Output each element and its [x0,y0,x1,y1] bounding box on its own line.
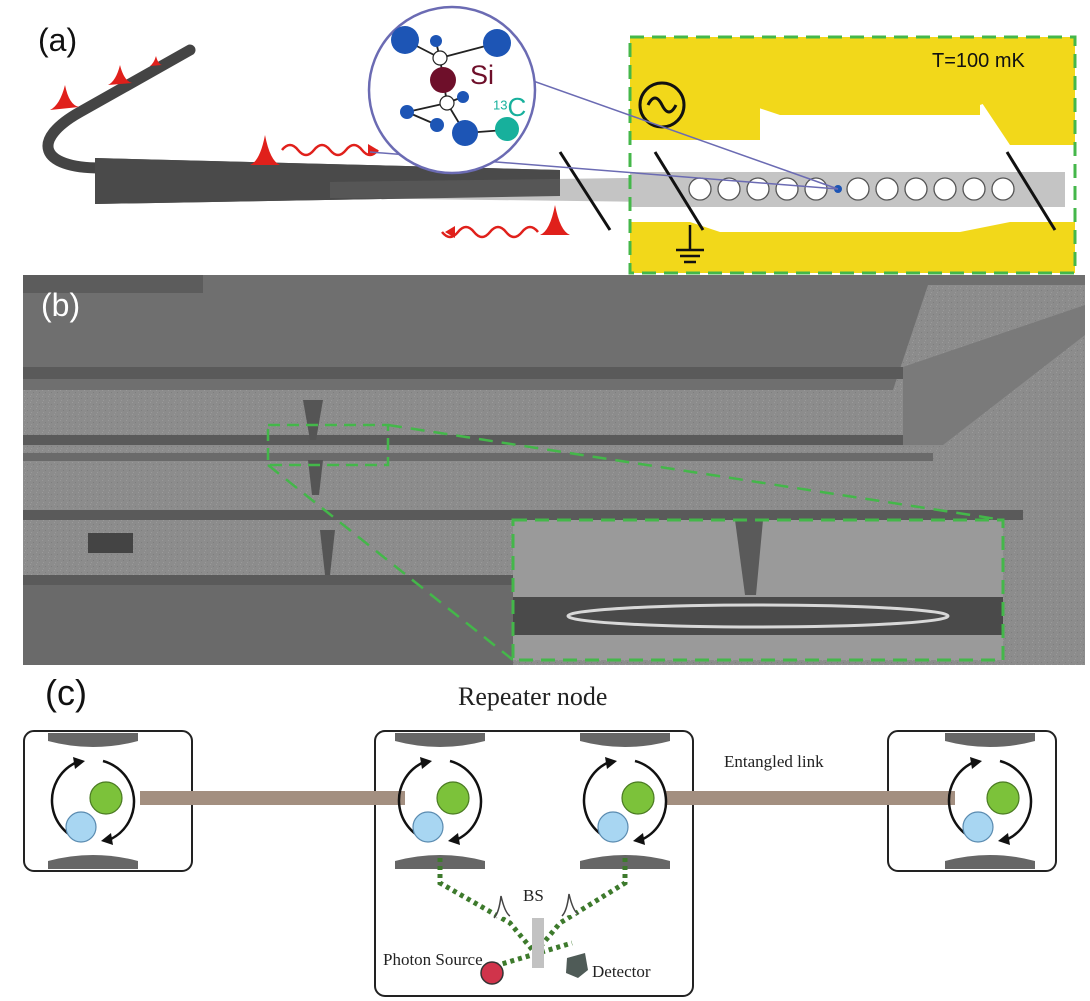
sem-zoom-box [266,423,390,467]
panel-c: (c) Repeater node Entangled link BS Phot… [0,668,1090,1001]
vacancy-2 [439,95,455,111]
cavities [48,733,1035,869]
detector-label: Detector [592,962,651,981]
mirror-line-1 [558,151,612,231]
sem-taper-2 [308,460,323,495]
incoming-wave [281,143,379,157]
qubit-green-right [986,781,1020,815]
outgoing-wave [441,225,539,239]
arrowhead-top-right [970,757,982,769]
panel-a-illustration [42,5,1077,275]
arrowhead-bottom-repeater-left [448,833,460,845]
link-right [665,791,955,805]
pulse-3 [150,56,162,66]
atom-c-small-3 [430,118,444,132]
rotation-arrow-right-right [999,759,1033,841]
entangled-link-label: Entangled link [724,752,824,771]
link-left [140,791,405,805]
arrowhead-top-left [73,757,85,769]
panel-c-label: (c) [45,672,87,713]
cavity-mirror-bottom-right [945,855,1035,869]
atom-c-small-4 [457,91,469,103]
cavity-mirror-top-right [945,733,1035,747]
atom-c-small-2 [400,105,414,119]
photon-source-icon [480,961,504,985]
mirror-line-3 [1005,151,1057,231]
photon-source-label: Photon Source [383,950,483,969]
atom-13c [495,117,519,141]
input-fiber [42,44,196,174]
pulse-2 [108,65,132,85]
panel-b-sem-image: (b) [23,275,1085,665]
atom-c-3 [452,120,478,146]
optical-path-left [437,858,537,955]
atom-si [430,67,456,93]
electrode-top [760,37,1075,145]
photonic-crystal-holes [688,177,1015,201]
mirror-line-2 [653,151,705,231]
beam-splitter [532,918,544,968]
bs-label: BS [523,886,544,905]
detector-icon [566,953,588,978]
cavity-mirror-top-repeater-left [395,733,485,747]
atom-c-1 [391,26,419,54]
qubit-green-repeater-right [621,781,655,815]
arrowhead-bottom-right [998,833,1010,845]
sem-taper-1 [303,400,323,440]
outgoing-pulse [540,205,570,235]
temperature-label: T=100 mK [932,50,1025,72]
pulse-1 [50,85,79,110]
electrode-bottom [630,222,1075,273]
photon-pulse-left [493,895,511,919]
rotation-arrow-right-repeater-right [634,759,668,841]
qubit-blue-repeater-left [412,811,444,843]
sem-pad [88,533,133,553]
qubit-blue-left [65,811,97,843]
arrowhead-top-repeater-left [420,757,432,769]
carbon-label: C [507,92,527,122]
cavity-mirror-bottom-left [48,855,138,869]
sem-top-slab [23,275,1085,390]
qubit-blue-right [962,811,994,843]
rotation-arrow-right-left [102,759,136,841]
arrowhead-bottom-left [101,833,113,845]
atom-c-small-1 [430,35,442,47]
panel-a-label: (a) [38,22,78,58]
qubit-green-repeater-left [436,781,470,815]
qubit-blue-repeater-right [597,811,629,843]
photon-pulse-right [561,893,579,917]
atom-c-2 [483,29,511,57]
ground-icon [676,225,704,264]
cryostat-frame [628,35,1077,275]
panel-b-label: (b) [41,287,81,323]
carbon-mass-label: 13 [493,97,508,113]
rotation-arrow-right-repeater-left [449,759,483,841]
arrowhead-bottom-repeater-right [633,833,645,845]
repeater-diagram [23,730,1057,997]
cavity-mirror-top-repeater-right [580,733,670,747]
qubit-green-left [89,781,123,815]
si-label: Si [470,60,495,90]
sem-taper-3 [320,530,335,575]
incoming-pulse [250,135,280,165]
cavity-mirror-top-left [48,733,138,747]
sem-micrograph [23,275,1085,665]
panel-a: (a) [0,0,1090,278]
optical-path-right [533,858,628,955]
arrowhead-top-repeater-right [605,757,617,769]
repeater-node-title: Repeater node [458,682,608,711]
vacancy-1 [432,50,448,66]
